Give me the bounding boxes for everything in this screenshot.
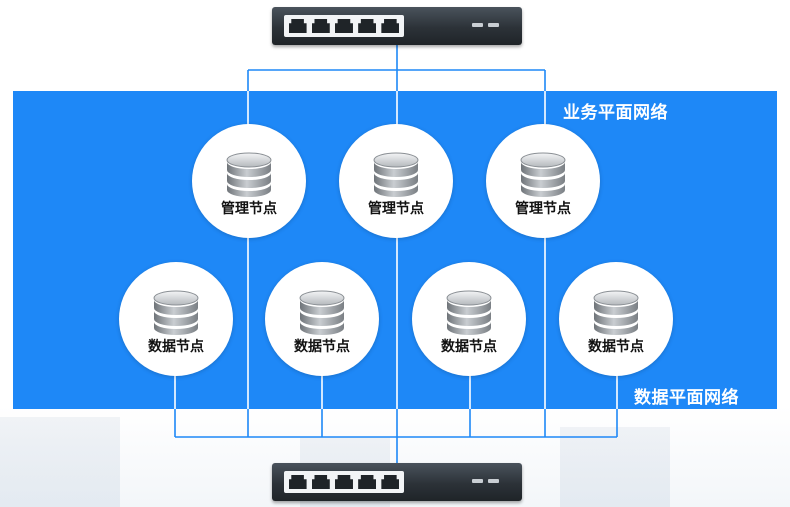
data-node[interactable]: 数据节点 [265,262,379,376]
status-led-icon [472,23,483,27]
data-node[interactable]: 数据节点 [412,262,526,376]
management-node[interactable]: 管理节点 [486,124,600,238]
status-led-icon [472,479,483,483]
node-label: 数据节点 [294,339,350,355]
node-label: 管理节点 [368,201,424,217]
switch-ports [284,15,404,37]
switch-ports [284,471,404,493]
ethernet-port-icon [334,475,353,489]
data-network-switch[interactable] [272,463,522,501]
data-node[interactable]: 数据节点 [559,262,673,376]
ethernet-port-icon [311,19,330,33]
business-network-label: 业务平面网络 [563,103,668,123]
node-label: 数据节点 [441,339,497,355]
node-label: 管理节点 [515,201,571,217]
business-network-switch[interactable] [272,7,522,45]
ethernet-port-icon [381,19,400,33]
database-icon [373,152,419,198]
status-led-icon [488,479,499,483]
management-node[interactable]: 管理节点 [192,124,306,238]
ethernet-port-icon [288,19,307,33]
node-label: 数据节点 [148,339,204,355]
node-label: 数据节点 [588,339,644,355]
database-icon [446,290,492,336]
database-icon [226,152,272,198]
ethernet-port-icon [311,475,330,489]
background-building [560,427,670,507]
ethernet-port-icon [358,475,377,489]
status-led-icon [488,23,499,27]
data-node[interactable]: 数据节点 [119,262,233,376]
background-building [0,417,120,507]
database-icon [153,290,199,336]
data-network-label: 数据平面网络 [634,388,739,408]
ethernet-port-icon [288,475,307,489]
ethernet-port-icon [358,19,377,33]
database-icon [299,290,345,336]
database-icon [520,152,566,198]
node-label: 管理节点 [221,201,277,217]
ethernet-port-icon [381,475,400,489]
management-node[interactable]: 管理节点 [339,124,453,238]
ethernet-port-icon [334,19,353,33]
database-icon [593,290,639,336]
